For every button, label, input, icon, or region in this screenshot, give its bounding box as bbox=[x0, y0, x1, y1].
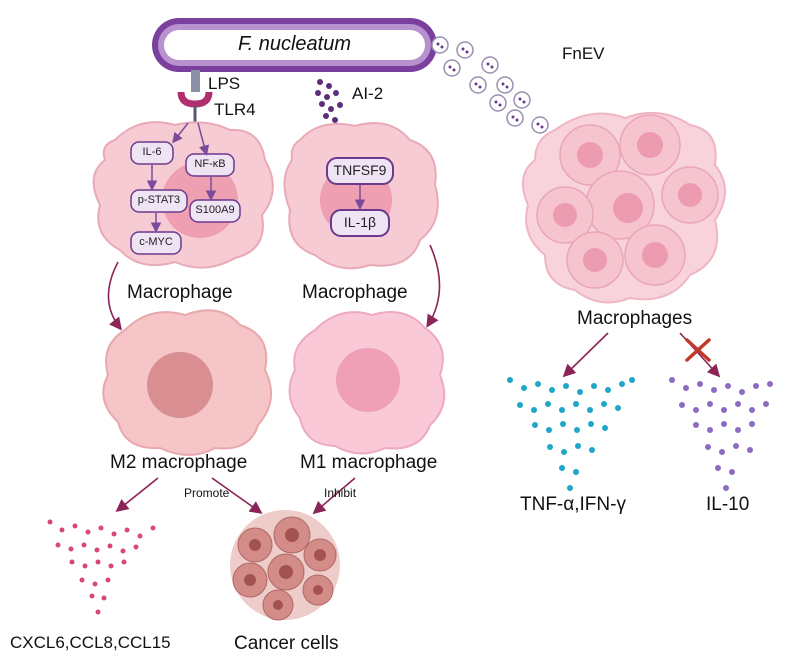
cancer-cells-label: Cancer cells bbox=[234, 633, 339, 654]
cancer-cells-cluster bbox=[230, 510, 340, 621]
tlr4-receptor-icon bbox=[177, 70, 213, 122]
bacterium-name: F. nucleatum bbox=[237, 33, 352, 55]
inhibit-label: Inhibit bbox=[324, 486, 357, 500]
bacterium-capsule bbox=[152, 18, 437, 72]
m2-macrophage-label: M2 macrophage bbox=[110, 452, 248, 473]
blocked-x-icon bbox=[685, 338, 711, 362]
macrophage-middle-cell bbox=[283, 122, 439, 270]
macrophages-cluster bbox=[521, 111, 726, 304]
ai2-label: AI-2 bbox=[352, 84, 384, 103]
node-il6-box bbox=[130, 141, 174, 165]
macrophage-middle-label: Macrophage bbox=[302, 282, 408, 303]
macrophage-left-label: Macrophage bbox=[127, 282, 233, 303]
node-pstat3-box bbox=[130, 189, 188, 213]
il10-dots-icon bbox=[669, 377, 773, 491]
tnf-ifn-dots-icon bbox=[507, 377, 635, 491]
node-s100a9-label: S100A9 bbox=[195, 204, 235, 216]
node-pstat3-label: p-STAT3 bbox=[137, 194, 181, 206]
node-cmyc-label: c-MYC bbox=[139, 236, 173, 248]
tnf-ifn-label: TNF-α,IFN-γ bbox=[520, 494, 626, 515]
m1-macrophage-cell bbox=[288, 311, 446, 455]
fnev-vesicles-icon bbox=[431, 36, 549, 134]
promote-label: Promote bbox=[184, 486, 230, 500]
m2-macrophage-cell bbox=[102, 309, 273, 456]
macrophages-right-label: Macrophages bbox=[577, 308, 693, 329]
node-il1b-label: IL-1β bbox=[343, 214, 377, 230]
node-tnfsf9-box bbox=[326, 157, 394, 185]
m1-macrophage-label: M1 macrophage bbox=[300, 452, 438, 473]
ai2-molecules-icon bbox=[315, 79, 343, 123]
cxcl-dots-icon bbox=[47, 519, 156, 615]
node-nfkb-box bbox=[185, 153, 235, 177]
cxcl-cytokines-label: CXCL6,CCL8,CCL15 bbox=[10, 633, 171, 652]
node-il6-label: IL-6 bbox=[142, 146, 162, 158]
node-nfkb-label: NF-κB bbox=[194, 158, 226, 170]
tlr4-label: TLR4 bbox=[214, 100, 256, 119]
node-il1b-box bbox=[330, 209, 390, 237]
lps-label: LPS bbox=[208, 74, 241, 93]
middle-pathway-nodes bbox=[326, 157, 394, 237]
fnev-label: FnEV bbox=[562, 44, 605, 63]
node-tnfsf9-label: TNFSF9 bbox=[333, 162, 387, 178]
il10-label: IL-10 bbox=[706, 494, 750, 515]
left-pathway-nodes bbox=[130, 141, 241, 255]
